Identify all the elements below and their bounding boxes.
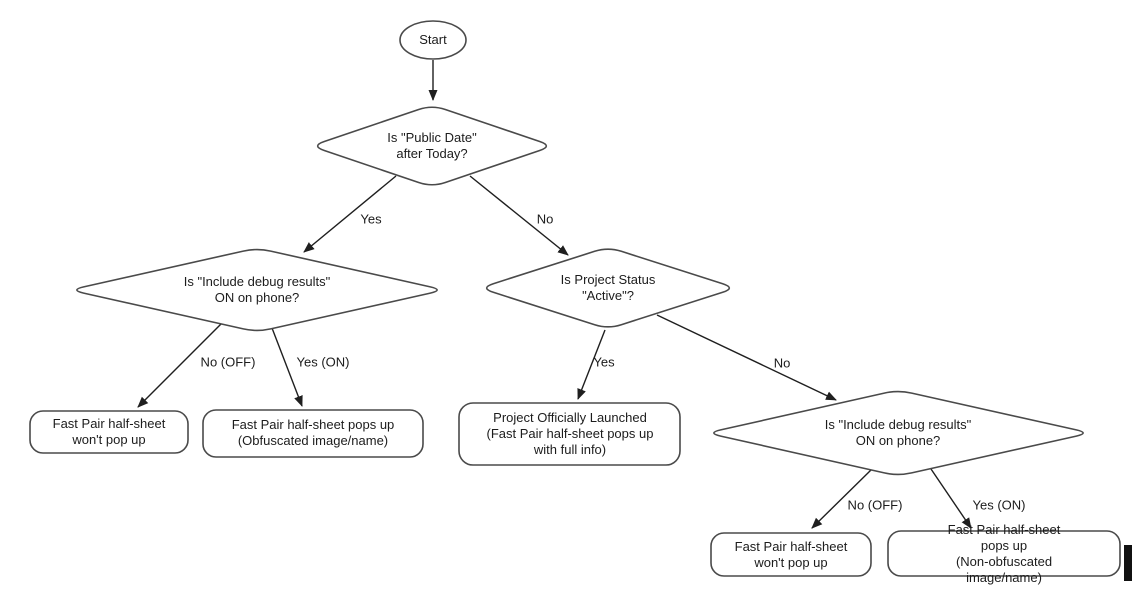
decision-public-date-label: Is "Public Date" after Today? <box>387 129 477 161</box>
edge-label-status-yes: Yes <box>593 354 615 370</box>
edge-debug-left-no-off <box>137 323 222 408</box>
edge-label-public-date-yes: Yes <box>360 211 382 227</box>
edge-debug-right-no-off <box>811 468 873 529</box>
decision-project-status-shape <box>485 248 731 328</box>
decision-debug-right-shape <box>713 390 1084 476</box>
decision-debug-left-label: Is "Include debug results" ON on phone? <box>183 273 331 305</box>
result-launched-shape <box>458 402 681 466</box>
edge-label-debug-right-yes: Yes (ON) <box>972 497 1026 513</box>
result-no-popup-left-shape <box>29 410 189 454</box>
edge-label-debug-right-no: No (OFF) <box>847 497 903 513</box>
start-node-label: Start <box>419 31 447 47</box>
result-launched-label: Project Officially Launched (Fast Pair h… <box>486 409 654 458</box>
start-node-shape <box>399 20 467 60</box>
edge-label-debug-left-no: No (OFF) <box>200 354 256 370</box>
result-no-popup-left-label: Fast Pair half-sheet won't pop up <box>52 415 166 447</box>
edge-debug-right-yes-on <box>930 468 972 529</box>
edge-status-yes <box>577 329 606 400</box>
result-non-obfuscated-popup-label: Fast Pair half-sheet pops up (Non-obfusc… <box>947 521 1061 586</box>
decision-project-status-label: Is Project Status "Active"? <box>560 271 656 303</box>
flowchart-nodes <box>29 20 1121 577</box>
decision-public-date-shape <box>316 106 548 186</box>
edge-public-date-yes <box>303 175 397 253</box>
flowchart-edges <box>137 60 972 529</box>
result-non-obfuscated-popup-shape <box>887 530 1121 577</box>
text-cursor-artifact <box>1124 545 1132 581</box>
edge-public-date-no <box>469 175 569 256</box>
decision-debug-right-label: Is "Include debug results" ON on phone? <box>824 416 972 448</box>
edge-label-public-date-no: No <box>536 211 554 227</box>
edge-debug-left-yes-on <box>271 327 303 407</box>
result-obfuscated-popup-label: Fast Pair half-sheet pops up (Obfuscated… <box>231 416 395 448</box>
edge-label-status-no: No <box>773 355 791 371</box>
decision-debug-left-shape <box>76 248 438 332</box>
result-no-popup-right-label: Fast Pair half-sheet won't pop up <box>734 538 848 570</box>
result-no-popup-right-shape <box>710 532 872 577</box>
edge-label-debug-left-yes: Yes (ON) <box>296 354 350 370</box>
edge-status-no <box>656 314 837 401</box>
result-obfuscated-popup-shape <box>202 409 424 458</box>
